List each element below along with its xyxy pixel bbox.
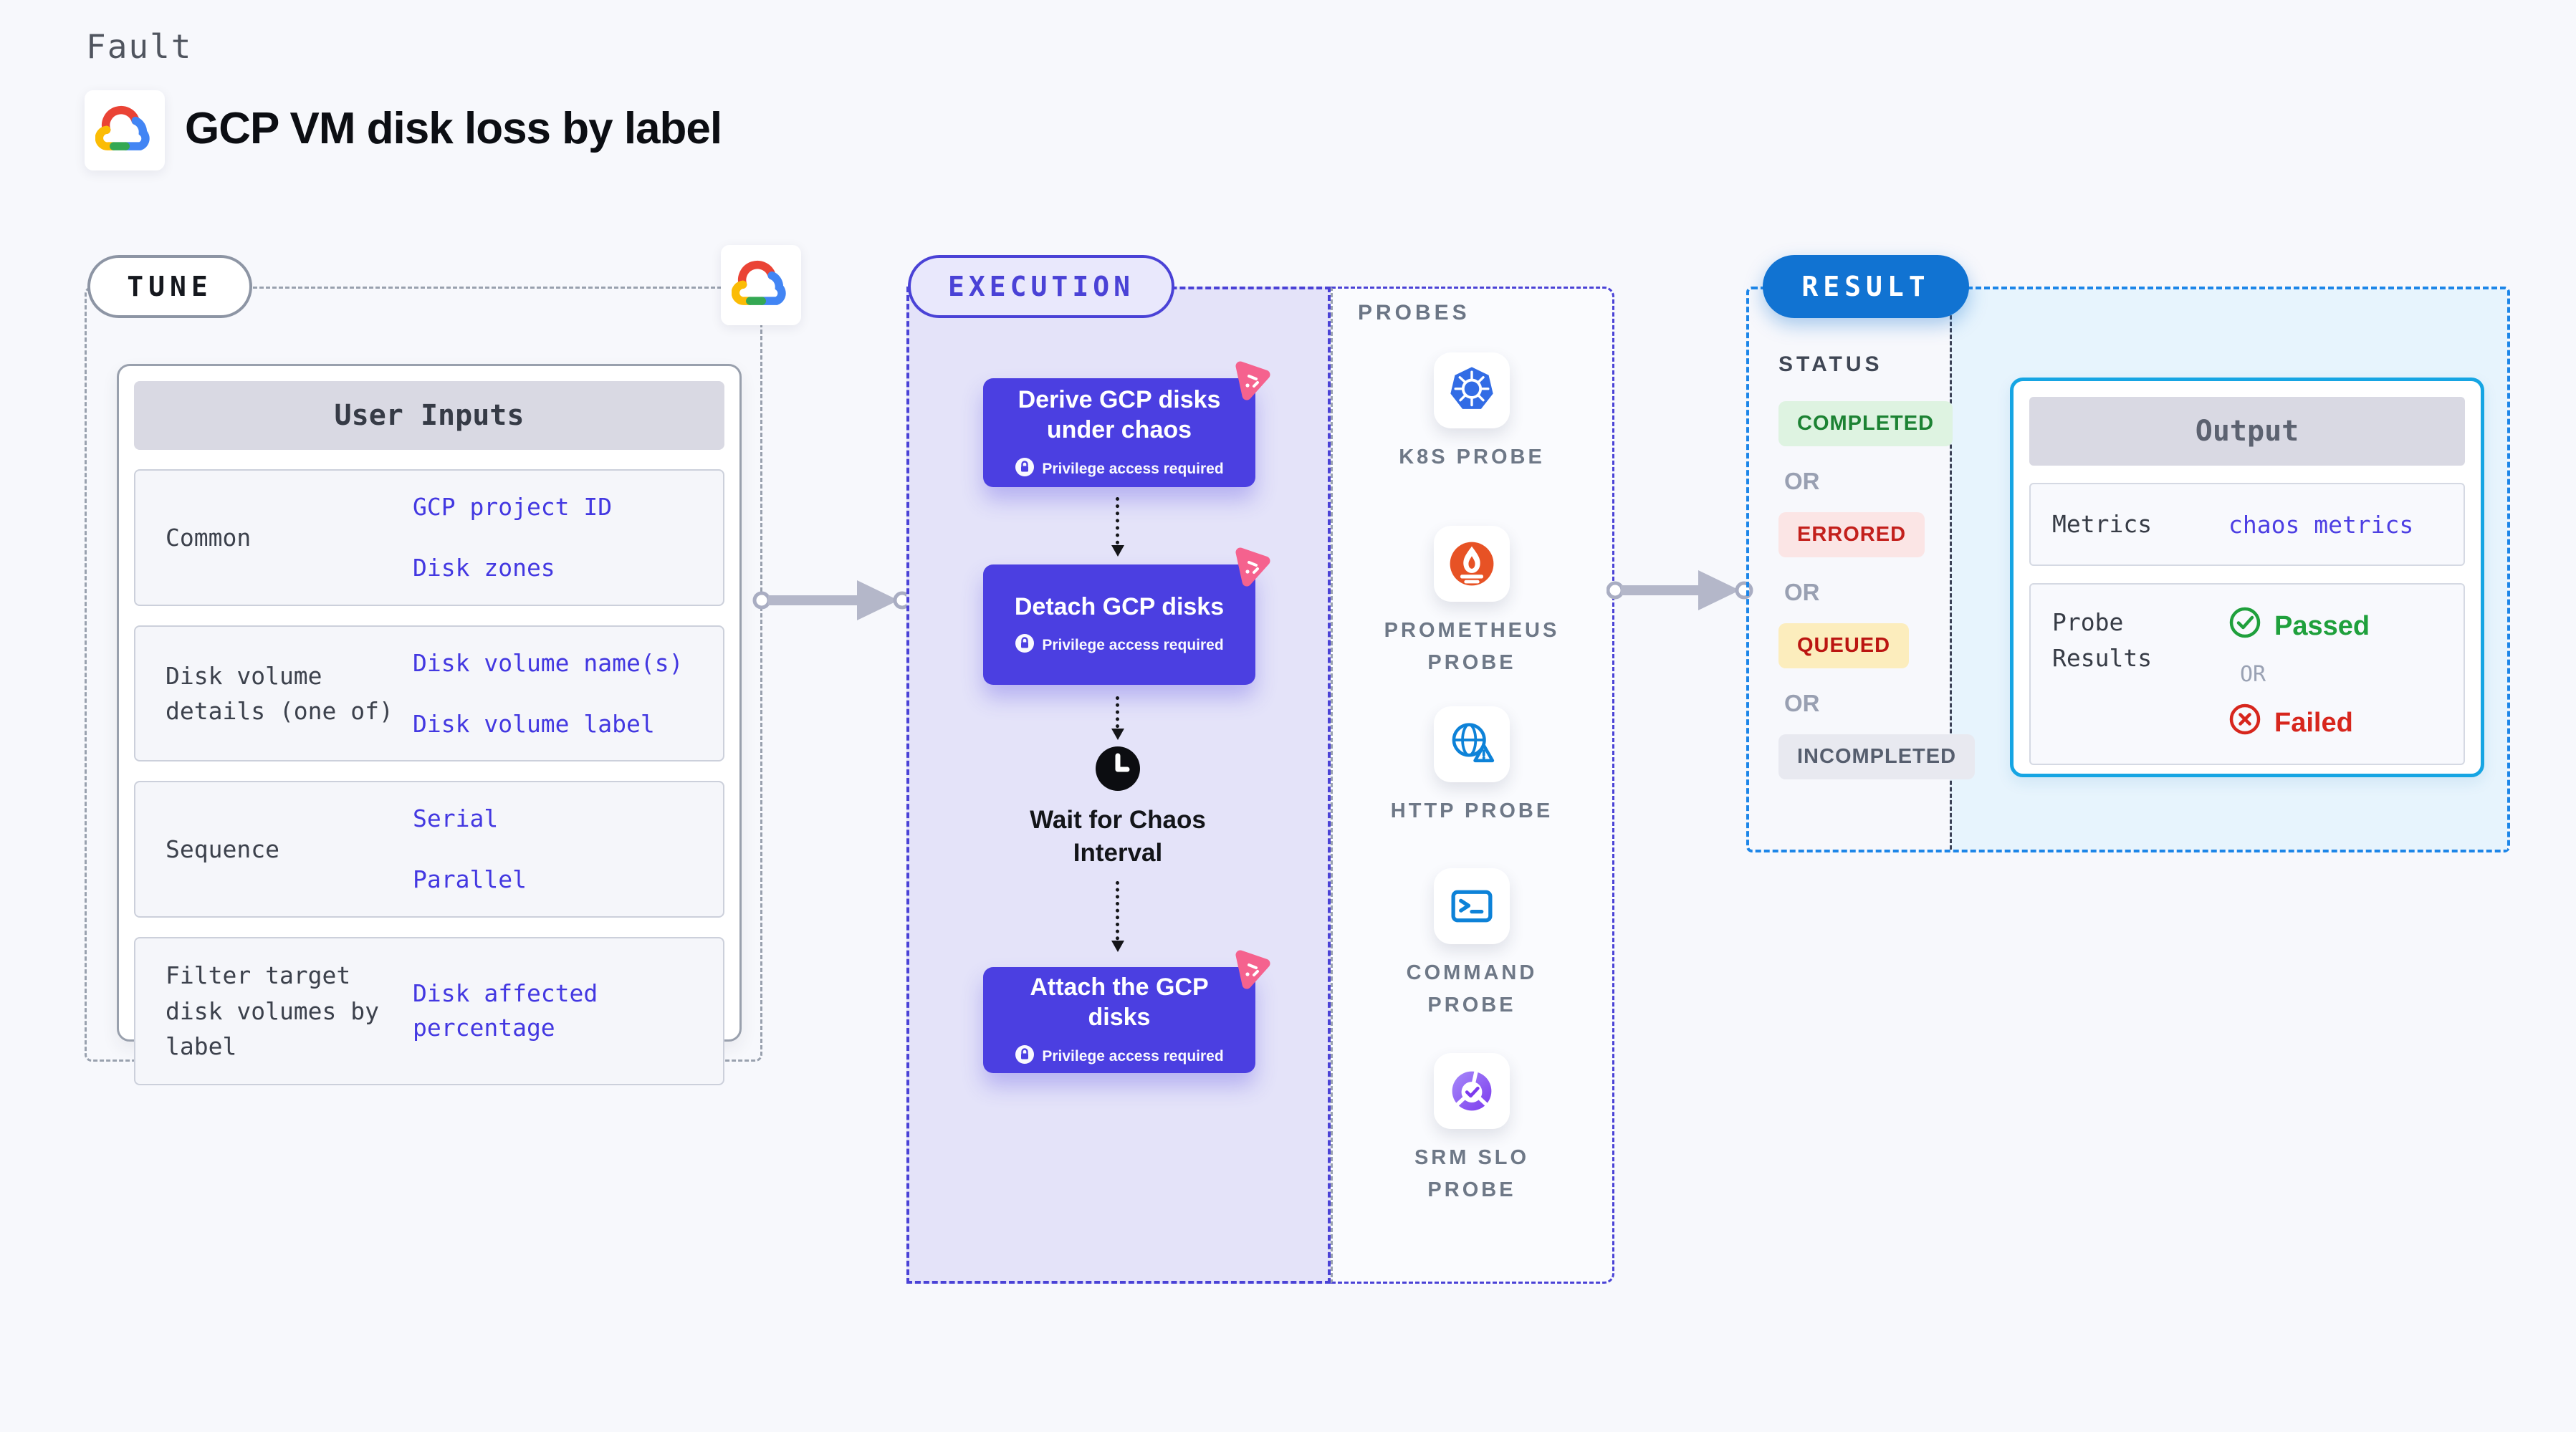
probes-section — [1331, 287, 1614, 1284]
probe-item-srm-slo: SRM SLO PROBE — [1375, 1053, 1569, 1206]
probe-results-label: Probe Results — [2052, 608, 2153, 672]
input-row-label: Filter target disk volumes by label — [166, 961, 380, 1061]
dotted-arrow-icon — [1111, 696, 1124, 740]
passed-status: Passed — [2228, 606, 2370, 646]
chaos-experiment-icon — [1230, 360, 1273, 403]
tune-badge: TUNE — [87, 255, 252, 318]
status-badge-queued: QUEUED — [1778, 623, 1910, 668]
probe-label: COMMAND PROBE — [1406, 961, 1538, 1017]
step-card-detach-disks: Detach GCP disks Privilege access requir… — [983, 547, 1270, 685]
result-divider — [1950, 289, 1952, 850]
input-row-label: Disk volume details (one of) — [166, 661, 393, 726]
gcp-logo-box — [85, 90, 165, 170]
dotted-arrow-icon — [1111, 497, 1124, 557]
probe-item-k8s: K8S PROBE — [1375, 352, 1569, 474]
user-inputs-card: User Inputs Common GCP project ID Disk z… — [117, 364, 742, 1085]
or-separator: OR — [1784, 690, 1820, 716]
input-link[interactable]: Disk volume name(s) — [413, 648, 684, 677]
check-circle-icon — [2228, 606, 2261, 646]
output-card: Output Metrics chaos metrics Probe Resul… — [2010, 378, 2484, 777]
gcp-logo-box-tune — [721, 245, 801, 325]
privilege-note: Privilege access required — [1042, 460, 1224, 477]
or-separator: OR — [2240, 662, 2266, 687]
flow-arrow-probes-result — [1606, 564, 1754, 620]
input-row-filter-by-label: Filter target disk volumes by label Disk… — [134, 937, 724, 1085]
lock-icon — [1015, 1044, 1035, 1069]
probe-label: SRM SLO PROBE — [1414, 1146, 1530, 1201]
input-link[interactable]: Disk zones — [413, 553, 555, 582]
gcp-cloud-icon — [95, 105, 154, 156]
flow-arrow-tune-execution — [752, 575, 911, 630]
probe-item-command: COMMAND PROBE — [1375, 868, 1569, 1022]
wait-for-chaos-label: Wait for Chaos Interval — [1030, 806, 1206, 867]
status-title: STATUS — [1778, 352, 1883, 376]
lock-icon — [1015, 457, 1035, 481]
privilege-note: Privilege access required — [1042, 637, 1224, 654]
input-row-label: Common — [166, 523, 252, 552]
globe-alert-icon — [1434, 706, 1510, 782]
prometheus-icon — [1434, 526, 1510, 602]
status-badge-errored: ERRORED — [1778, 512, 1925, 557]
step-card-derive-disks: Derive GCP disks under chaos Privilege a… — [983, 361, 1270, 487]
input-row-label: Sequence — [166, 835, 279, 863]
or-separator: OR — [1784, 579, 1820, 605]
step-title: Attach the GCP disks — [1030, 973, 1209, 1032]
input-link[interactable]: GCP project ID — [413, 493, 613, 521]
result-badge: RESULT — [1763, 255, 1969, 318]
status-badge-incompleted: INCOMPLETED — [1778, 734, 1976, 779]
page-kicker: Fault — [86, 27, 193, 66]
input-row-sequence: Sequence Serial Parallel — [134, 781, 724, 918]
input-row-disk-volume-details: Disk volume details (one of) Disk volume… — [134, 625, 724, 762]
probe-results-row: Probe Results Passed OR — [2029, 583, 2465, 765]
probe-label: PROMETHEUS PROBE — [1384, 619, 1560, 674]
output-title: Output — [2029, 397, 2465, 466]
metrics-row: Metrics chaos metrics — [2029, 483, 2465, 566]
input-link[interactable]: Disk volume label — [413, 709, 655, 738]
or-separator: OR — [1784, 468, 1820, 494]
metrics-label: Metrics — [2052, 510, 2153, 539]
gcp-cloud-icon — [731, 260, 790, 311]
probes-title: PROBES — [1358, 301, 1470, 325]
input-row-common: Common GCP project ID Disk zones — [134, 469, 724, 606]
probe-label: K8S PROBE — [1399, 446, 1545, 468]
input-link[interactable]: Serial — [413, 804, 499, 833]
probe-label: HTTP PROBE — [1390, 799, 1553, 822]
input-link[interactable]: Disk affected percentage — [413, 979, 598, 1042]
chaos-experiment-icon — [1230, 948, 1273, 991]
terminal-icon — [1434, 868, 1510, 944]
dotted-arrow-icon — [1111, 881, 1124, 952]
step-card-attach-disks: Attach the GCP disks Privilege access re… — [983, 950, 1270, 1073]
step-title: Derive GCP disks under chaos — [1018, 385, 1221, 444]
failed-status: Failed — [2228, 703, 2370, 743]
status-column: STATUS COMPLETED OR ERRORED OR QUEUED OR… — [1778, 352, 1976, 779]
chaos-experiment-icon — [1230, 546, 1273, 589]
probe-item-http: HTTP PROBE — [1375, 706, 1569, 827]
step-title: Detach GCP disks — [1014, 592, 1225, 620]
page-title: GCP VM disk loss by label — [185, 104, 722, 153]
lock-icon — [1015, 633, 1035, 658]
slo-check-icon — [1434, 1053, 1510, 1129]
clock-icon — [1094, 745, 1141, 792]
status-badge-completed: COMPLETED — [1778, 401, 1953, 446]
execution-badge: EXECUTION — [908, 255, 1174, 318]
user-inputs-title: User Inputs — [134, 381, 724, 450]
x-circle-icon — [2228, 703, 2261, 743]
chaos-metrics-link[interactable]: chaos metrics — [2228, 510, 2414, 539]
input-link[interactable]: Parallel — [413, 865, 527, 894]
kubernetes-icon — [1434, 352, 1510, 428]
probe-item-prometheus: PROMETHEUS PROBE — [1375, 526, 1569, 679]
privilege-note: Privilege access required — [1042, 1047, 1224, 1065]
